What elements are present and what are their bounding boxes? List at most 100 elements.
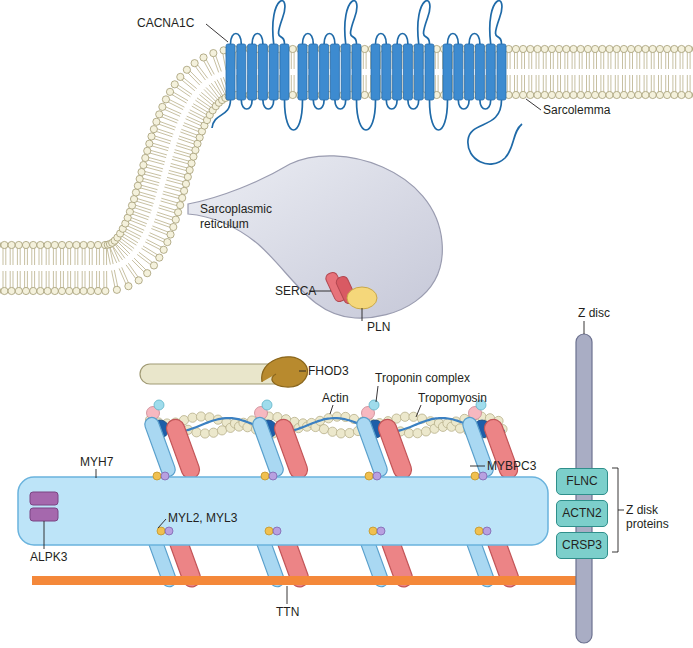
leader-line bbox=[206, 24, 228, 42]
troponin-i bbox=[262, 400, 272, 410]
lipid-head bbox=[671, 91, 678, 98]
channel-helix bbox=[414, 44, 423, 100]
channel-loop bbox=[430, 100, 448, 130]
part-label: Z disc bbox=[578, 306, 610, 320]
lipid-head bbox=[156, 111, 163, 118]
actin-bead bbox=[404, 429, 413, 438]
light-chain bbox=[165, 527, 173, 535]
part-label: CACNA1C bbox=[137, 16, 194, 30]
lipid-head bbox=[1, 287, 8, 294]
part-label: MYL2, MYL3 bbox=[168, 511, 237, 525]
leader-line bbox=[309, 291, 331, 292]
lipid-head bbox=[140, 161, 147, 168]
lipid-head bbox=[179, 194, 186, 201]
lipid-head bbox=[678, 91, 685, 98]
lipid-head bbox=[361, 45, 368, 52]
lipid-head bbox=[584, 45, 591, 52]
channel-loop bbox=[324, 34, 335, 45]
lipid-head bbox=[628, 45, 635, 52]
lipid-head bbox=[613, 91, 620, 98]
lipid-head bbox=[210, 50, 217, 57]
actin-bead bbox=[319, 425, 328, 434]
lipid-head bbox=[144, 270, 151, 277]
lipid-head bbox=[692, 45, 693, 52]
protein-name: ACTN2 bbox=[557, 501, 607, 525]
lipid-head bbox=[692, 91, 693, 98]
lipid-head bbox=[548, 91, 555, 98]
lipid-head bbox=[150, 262, 157, 269]
channel-helix bbox=[454, 44, 463, 100]
lipid-head bbox=[153, 118, 160, 125]
channel-helix bbox=[393, 44, 402, 100]
channel-loop bbox=[397, 34, 408, 45]
leader-line bbox=[44, 521, 45, 549]
light-chain bbox=[369, 527, 377, 535]
actin-bead bbox=[209, 428, 218, 437]
lipid-head bbox=[156, 254, 163, 261]
lipid-head bbox=[132, 189, 139, 196]
light-chain bbox=[261, 472, 269, 480]
channel-helix bbox=[486, 44, 495, 100]
part-label: SERCA bbox=[275, 284, 316, 298]
lipid-head bbox=[656, 91, 663, 98]
light-chain bbox=[153, 472, 161, 480]
channel-loop bbox=[468, 100, 522, 164]
light-chain bbox=[471, 472, 479, 480]
lipid-head bbox=[44, 241, 51, 248]
lipid-head bbox=[606, 91, 613, 98]
light-chain bbox=[265, 527, 273, 535]
lipid-head bbox=[570, 91, 577, 98]
lipid-head bbox=[520, 91, 527, 98]
channel-loop bbox=[386, 100, 397, 109]
lipid-head bbox=[289, 91, 296, 98]
lipid-head bbox=[181, 187, 188, 194]
alpk3-domain bbox=[30, 508, 58, 521]
lipid-head bbox=[592, 45, 599, 52]
part-label: PLN bbox=[367, 320, 390, 334]
lipid-head bbox=[94, 287, 101, 294]
part-label: TTN bbox=[276, 605, 299, 619]
channel-loop bbox=[418, 1, 430, 44]
lipid-head bbox=[635, 45, 642, 52]
troponin-i bbox=[154, 400, 164, 410]
lipid-head bbox=[200, 54, 207, 61]
lipid-head bbox=[592, 91, 599, 98]
tropomyosin-strand bbox=[148, 418, 505, 432]
actin-bead bbox=[188, 413, 197, 422]
thin-filament bbox=[145, 400, 507, 438]
actin-bead bbox=[196, 412, 205, 421]
lipid-head bbox=[527, 45, 534, 52]
channel-loop bbox=[212, 100, 231, 128]
channel-helix bbox=[309, 44, 318, 100]
bracket bbox=[612, 468, 624, 552]
channel-loop bbox=[448, 34, 459, 45]
channel-helices bbox=[226, 44, 506, 100]
lipid-head bbox=[164, 238, 171, 245]
channel-helix bbox=[320, 44, 329, 100]
lipid-head bbox=[22, 287, 29, 294]
actin-bead bbox=[413, 429, 422, 438]
part-label: Actin bbox=[322, 391, 349, 405]
actin-bead bbox=[409, 412, 418, 421]
actin-bead bbox=[336, 429, 345, 438]
lipid-head bbox=[534, 91, 541, 98]
lipid-head bbox=[15, 241, 22, 248]
channel-loop bbox=[469, 34, 480, 45]
lipid-head bbox=[570, 45, 577, 52]
lipid-head bbox=[577, 45, 584, 52]
lipid-head bbox=[664, 45, 671, 52]
lipid-head bbox=[685, 91, 692, 98]
part-label: Z disk proteins bbox=[626, 503, 688, 531]
lipid-head bbox=[80, 287, 87, 294]
channel-loop bbox=[458, 100, 469, 109]
channel-helix bbox=[425, 44, 434, 100]
part-label: MYH7 bbox=[80, 455, 113, 469]
lipid-head bbox=[649, 45, 656, 52]
mybpc3-domain bbox=[376, 417, 414, 481]
actin-bead bbox=[345, 428, 354, 437]
light-chain bbox=[273, 527, 281, 535]
actin-bead bbox=[400, 412, 409, 421]
troponin-i bbox=[369, 400, 379, 410]
channel-helix bbox=[330, 44, 339, 100]
lipid-head bbox=[184, 173, 191, 180]
